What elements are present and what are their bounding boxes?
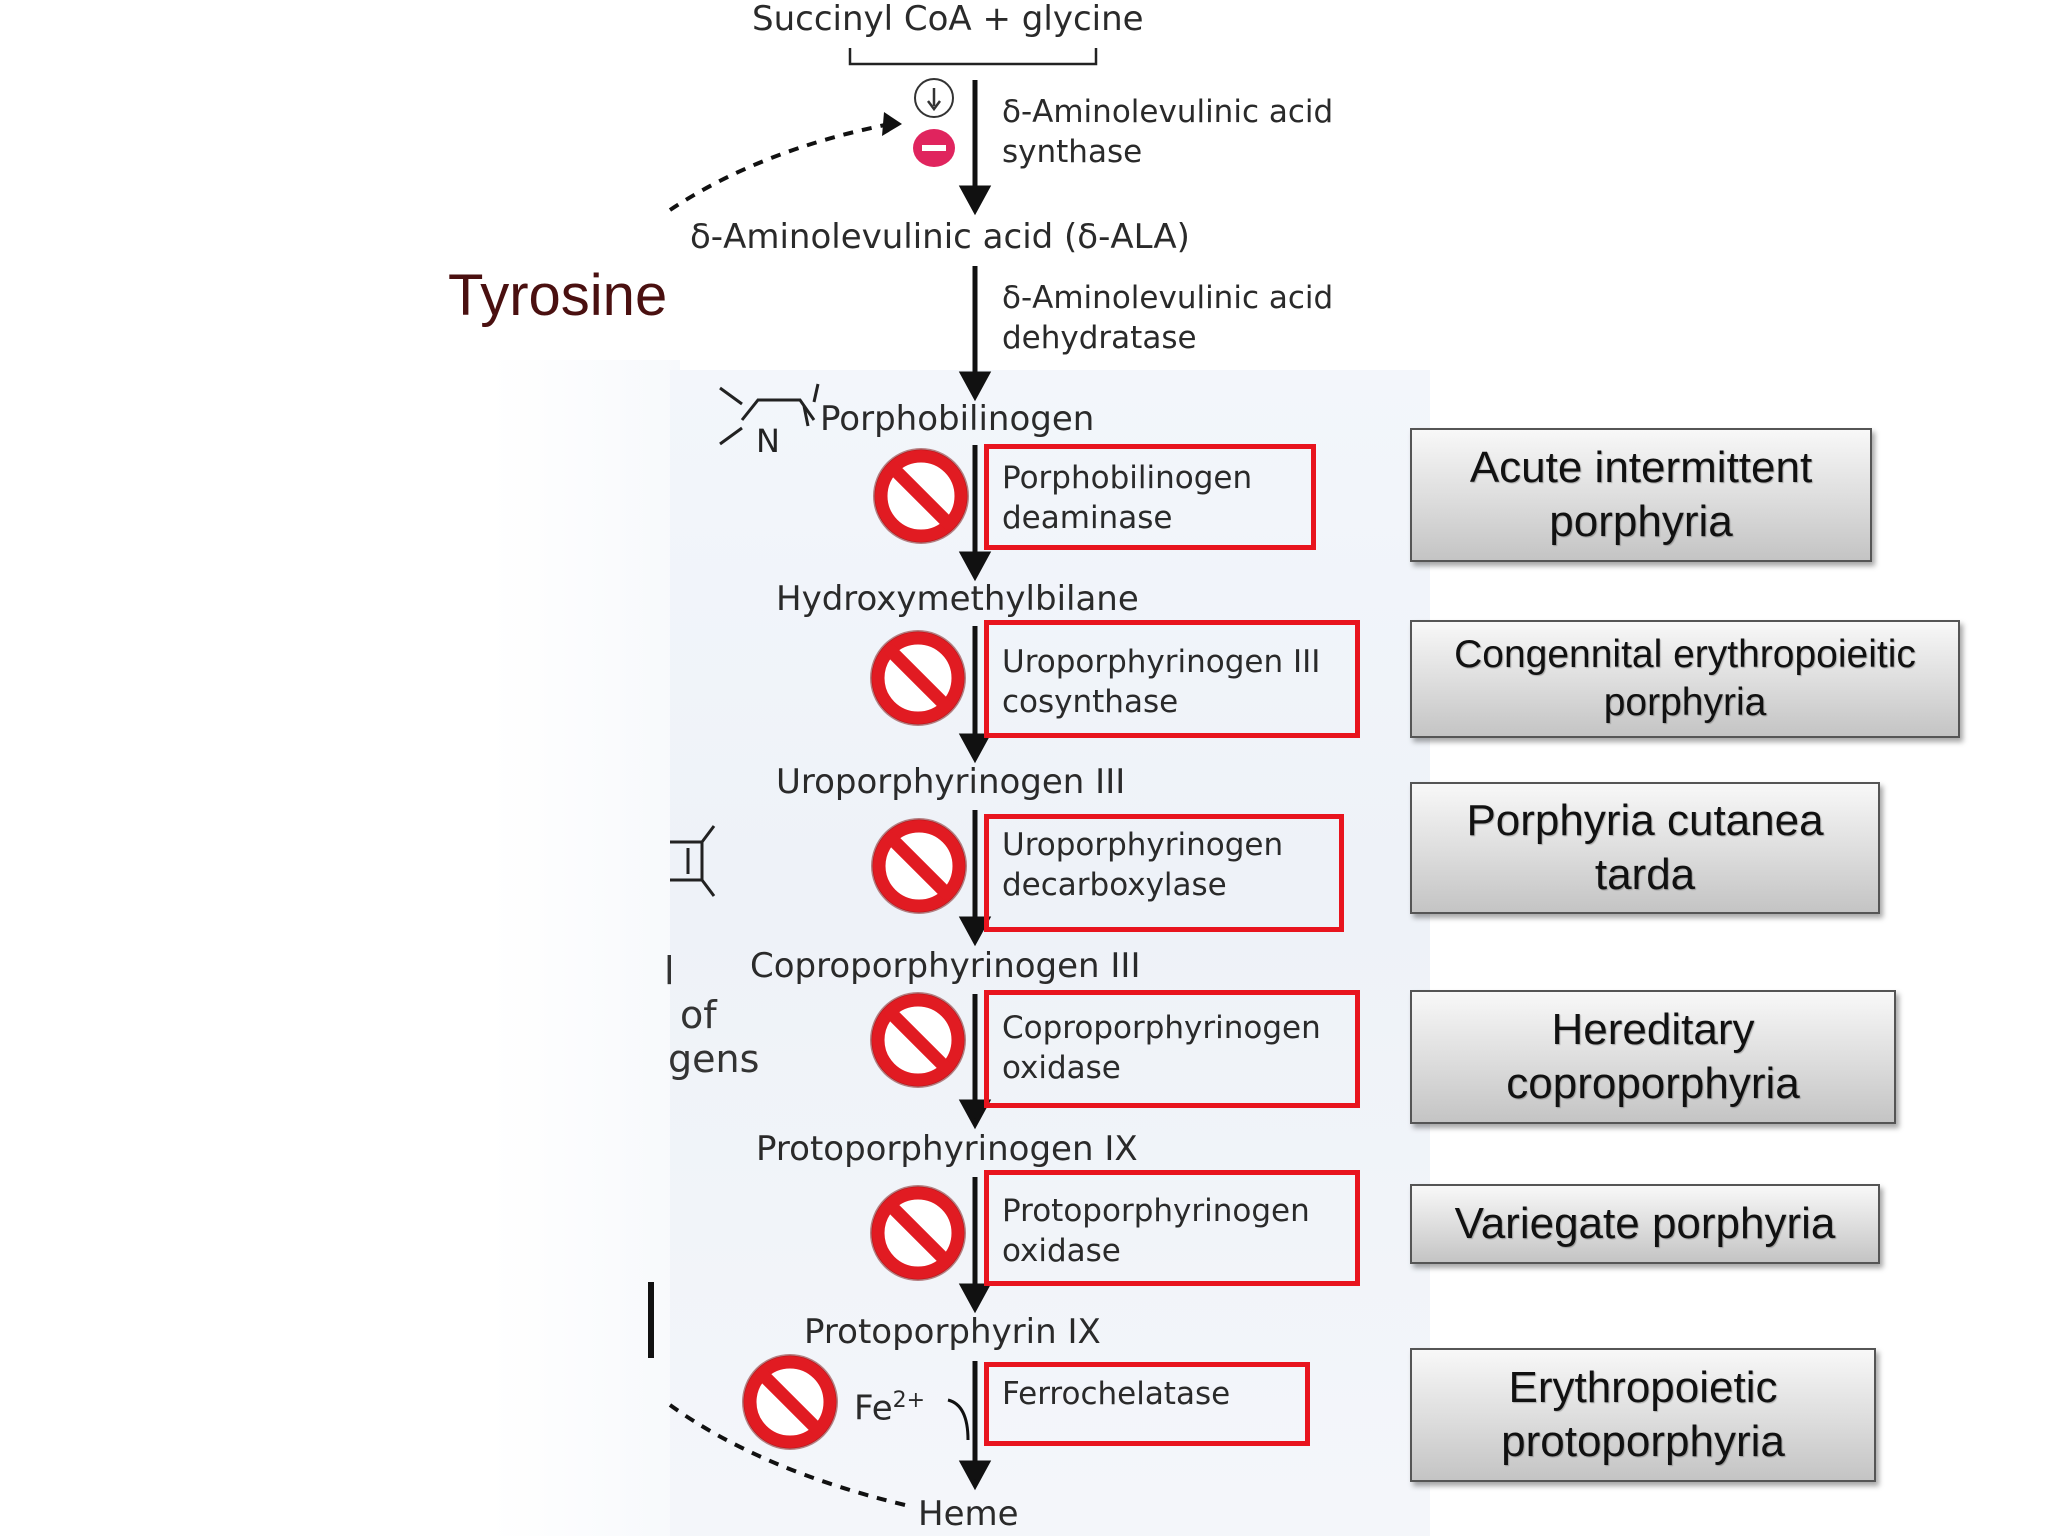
cut-text-2: of — [680, 993, 717, 1037]
block-icon-fech — [743, 1355, 837, 1449]
fech-enzyme-label: Ferrochelatase — [1002, 1376, 1231, 1412]
cut-text-3: gens — [668, 1037, 760, 1081]
disease-epp: Erythropoietic protoporphyria — [1410, 1348, 1876, 1482]
block-icon-pbgd — [874, 449, 968, 543]
pbgd-enzyme-label: Porphobilinogen deaminase — [1002, 460, 1253, 536]
protoporphyrin-label: Protoporphyrin IX — [804, 1312, 1101, 1352]
cursor-bar — [648, 1282, 654, 1358]
protoporphyrinogen-label: Protoporphyrinogen IX — [756, 1129, 1138, 1169]
diagram-background — [670, 370, 1430, 1536]
heme-label: Heme — [918, 1494, 1019, 1534]
ala-label: δ-Aminolevulinic acid (δ-ALA) — [690, 217, 1190, 257]
highlight-box-fech — [984, 1362, 1310, 1446]
disease-pct: Porphyria cutanea tarda — [1410, 782, 1880, 914]
ppox-enzyme-label: Protoporphyrinogen oxidase — [1002, 1193, 1310, 1269]
tyrosine-annotation: Tyrosine — [448, 263, 668, 328]
partial-structure-icon — [670, 825, 716, 897]
uroporphyrinogen-label: Uroporphyrinogen III — [776, 762, 1126, 802]
block-icon-ppox — [871, 1186, 965, 1280]
urod-enzyme-label: Uroporphyrinogen decarboxylase — [1002, 827, 1284, 903]
highlight-box-pbgd — [984, 444, 1316, 550]
block-icon-urod — [872, 819, 966, 913]
porphobilinogen-label: Porphobilinogen — [820, 399, 1095, 439]
block-icon-uros — [871, 631, 965, 725]
coproporphyrinogen-label: Coproporphyrinogen III — [750, 946, 1141, 986]
substrate-bracket — [848, 48, 1098, 66]
inhibition-indicator-icon — [913, 78, 955, 167]
iron-label: Fe2+ — [854, 1388, 926, 1429]
feedback-arrow-head — [882, 112, 902, 136]
block-icon-cpox — [871, 993, 965, 1087]
highlight-box-cpox — [984, 990, 1360, 1108]
highlight-box-urod — [984, 814, 1344, 932]
iron-entry-curve — [947, 1398, 970, 1441]
feedback-arrow-top — [668, 122, 891, 212]
uros-enzyme-label: Uroporphyrinogen III cosynthase — [1002, 644, 1321, 720]
hydroxymethylbilane-label: Hydroxymethylbilane — [776, 579, 1139, 619]
highlight-box-uros — [984, 620, 1360, 738]
pathway-arrows — [958, 80, 992, 1491]
disease-hcp: Hereditary coproporphyria — [1410, 990, 1896, 1124]
highlight-box-ppox — [984, 1170, 1360, 1286]
pyrrole-ring-icon — [719, 383, 820, 446]
pyrrole-n-label: N — [756, 422, 780, 460]
alas-enzyme-label: δ-Aminolevulinic acid synthase — [1002, 94, 1334, 170]
cpox-enzyme-label: Coproporphyrinogen oxidase — [1002, 1010, 1321, 1086]
disease-aip: Acute intermittent porphyria — [1410, 428, 1872, 562]
disease-cep: Congennital erythropoieitic porphyria — [1410, 620, 1960, 738]
substrate-label: Succinyl CoA + glycine — [752, 0, 1144, 39]
cut-text-1: l — [664, 949, 675, 993]
alad-enzyme-label: δ-Aminolevulinic acid dehydratase — [1002, 280, 1334, 356]
disease-vp: Variegate porphyria — [1410, 1184, 1880, 1264]
feedback-arrow-bottom — [668, 1403, 906, 1507]
